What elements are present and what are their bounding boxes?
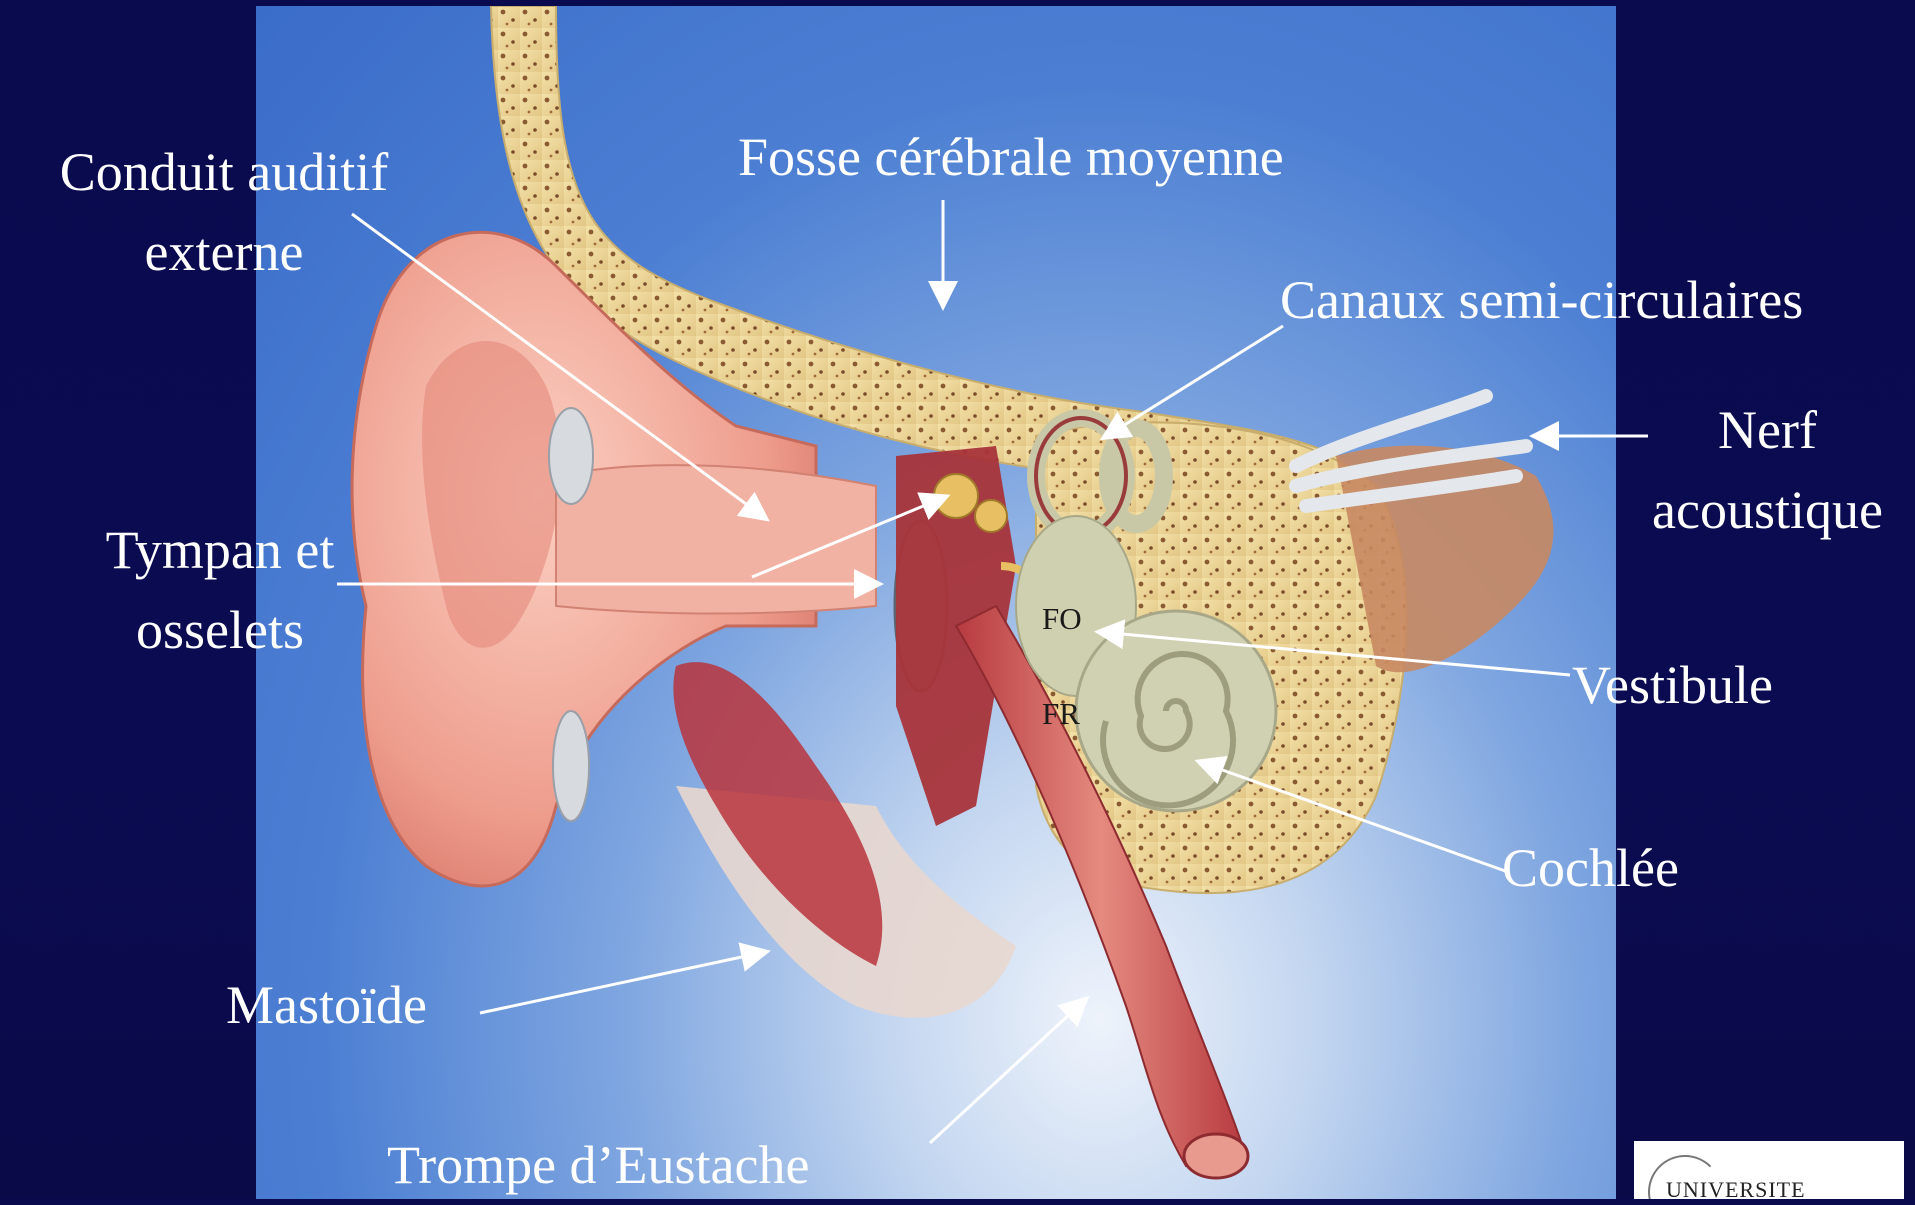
label-tympan-osselets: Tympan et osselets <box>60 510 380 670</box>
university-logo: UNIVERSITE <box>1634 1141 1904 1199</box>
leader-tympan-a <box>752 497 945 577</box>
leader-vestibule <box>1100 632 1570 675</box>
label-nerf-line2: acoustique <box>1620 470 1915 550</box>
label-fo: FO <box>1042 602 1082 636</box>
leader-canaux <box>1105 326 1283 437</box>
label-fosse-cerebrale: Fosse cérébrale moyenne <box>738 117 1284 197</box>
label-nerf-line1: Nerf <box>1620 390 1915 470</box>
logo-text: UNIVERSITE <box>1666 1177 1806 1199</box>
label-conduit-line1: Conduit auditif <box>14 132 434 212</box>
label-conduit-line2: externe <box>14 212 434 292</box>
leader-trompe <box>930 1000 1085 1143</box>
label-canaux-semi-circulaires: Canaux semi-circulaires <box>1280 260 1803 340</box>
label-cochlee: Cochlée <box>1502 828 1679 908</box>
label-trompe-eustache: Trompe d’Eustache <box>387 1125 809 1205</box>
label-vestibule: Vestibule <box>1572 645 1773 725</box>
label-tympan-line2: osselets <box>60 590 380 670</box>
label-tympan-line1: Tympan et <box>60 510 380 590</box>
leader-cochlee <box>1200 762 1508 872</box>
leader-mastoide <box>480 952 765 1013</box>
label-conduit-auditif: Conduit auditif externe <box>14 132 434 292</box>
label-nerf-acoustique: Nerf acoustique <box>1620 390 1915 550</box>
label-fr: FR <box>1042 697 1080 731</box>
label-mastoide: Mastoïde <box>226 965 427 1045</box>
